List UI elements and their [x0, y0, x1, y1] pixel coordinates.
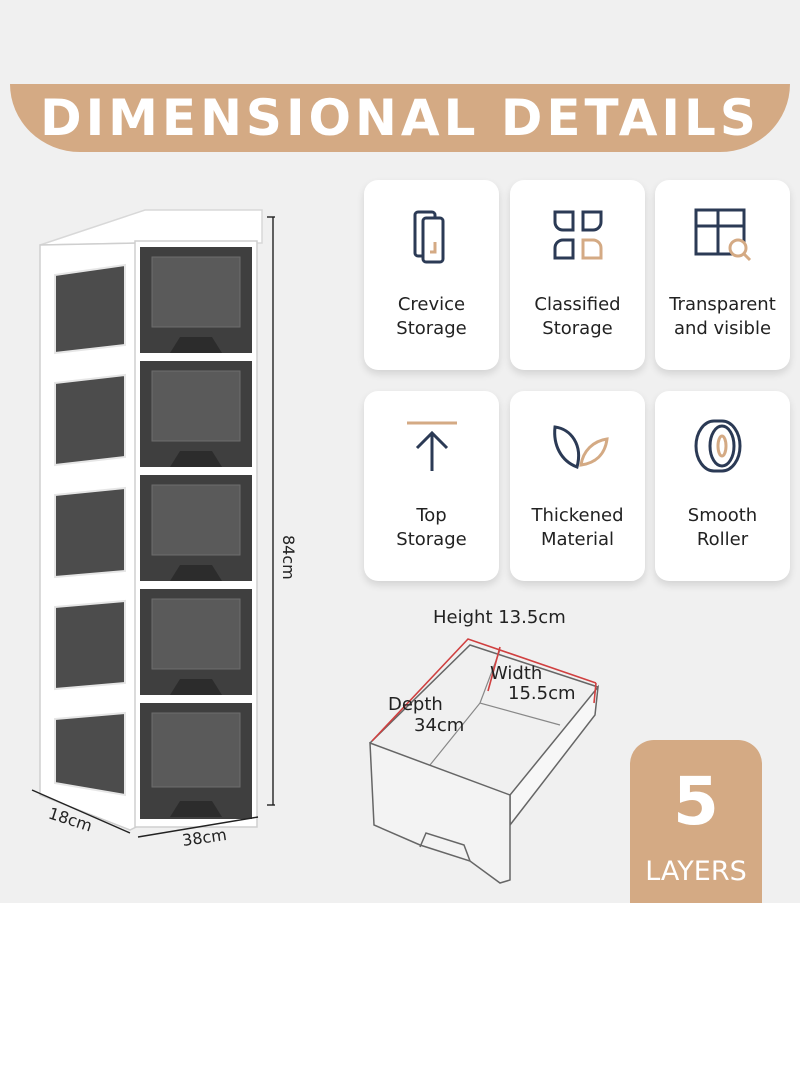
leaf-icon	[553, 425, 609, 469]
crevice-icon	[413, 210, 445, 264]
drawer-width-value: 15.5cm	[508, 683, 576, 704]
feature-label-line2: and visible	[673, 318, 772, 339]
layers-label: LAYERS	[645, 856, 747, 887]
layers-count: 5	[673, 763, 719, 840]
feature-label-line2: Storage	[396, 318, 467, 339]
feature-label-line2: Storage	[396, 529, 467, 550]
drawer-depth-label: Depth	[388, 694, 443, 715]
banner-title: DIMENSIONAL DETAILS	[40, 89, 760, 147]
cabinet-height-label: 84cm	[279, 535, 298, 580]
feature-card-transparent: Transparent and visible	[655, 180, 790, 370]
arrow-up-icon	[407, 421, 457, 471]
feature-label-line2: Material	[540, 529, 615, 550]
feature-card-top-storage: Top Storage	[364, 391, 499, 581]
feature-label-line2: Storage	[542, 318, 613, 339]
magnifier-window-icon	[694, 208, 752, 262]
feature-card-classified: Classified Storage	[510, 180, 645, 370]
drawer-illustration	[369, 638, 600, 884]
cabinet-illustration	[31, 209, 275, 838]
drawer-depth-value: 34cm	[414, 715, 465, 736]
layers-badge: 5 LAYERS	[630, 740, 762, 903]
feature-label-line1: Top	[416, 505, 447, 526]
feature-label-line1: Thickened	[531, 505, 624, 526]
drawer-height-label: Height 13.5cm	[433, 607, 566, 628]
feature-label-line1: Crevice	[397, 294, 466, 315]
feature-card-crevice: Crevice Storage	[364, 180, 499, 370]
roller-icon	[694, 419, 742, 473]
feature-card-roller: Smooth Roller	[655, 391, 790, 581]
feature-label-line1: Transparent	[669, 294, 776, 315]
title-banner: DIMENSIONAL DETAILS	[10, 84, 790, 152]
feature-label-line1: Smooth	[687, 505, 758, 526]
feature-label-line1: Classified	[534, 294, 621, 315]
feature-label-line2: Roller	[696, 529, 749, 550]
four-compartment-icon	[553, 210, 603, 260]
drawer-width-label: Width	[490, 663, 543, 684]
feature-card-thickened: Thickened Material	[510, 391, 645, 581]
